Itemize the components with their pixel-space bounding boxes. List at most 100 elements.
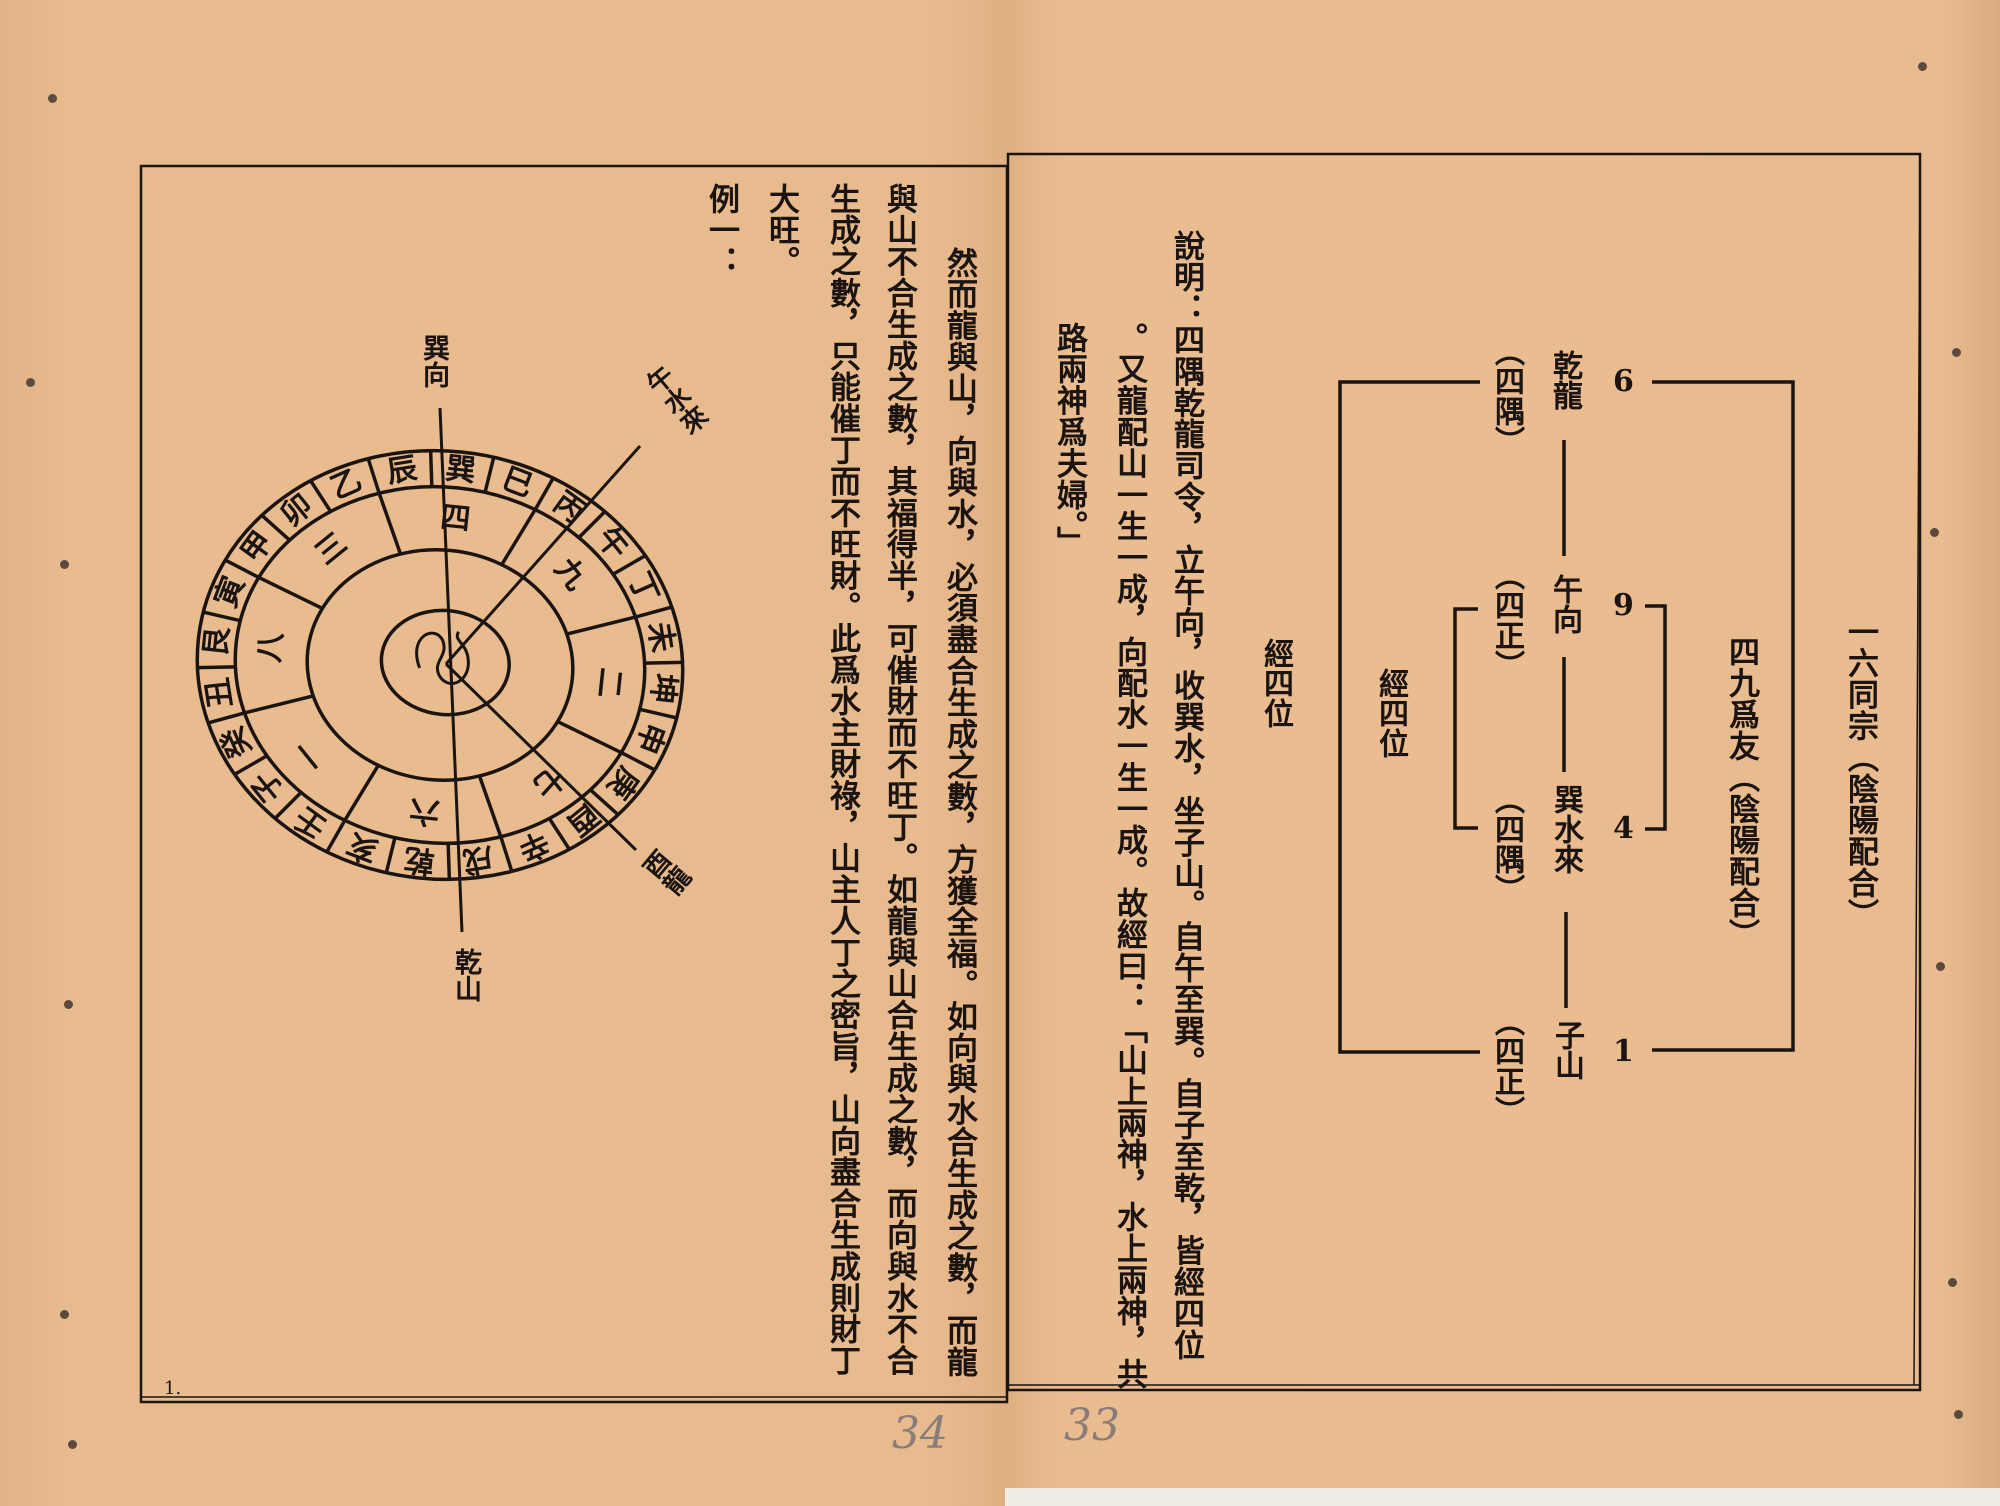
right-page: [1005, 0, 2000, 1506]
number-1: 1: [1613, 1034, 1634, 1069]
category-corner: （四隅）: [1489, 784, 1524, 904]
punch-hole: [1936, 962, 1945, 971]
punch-hole: [1930, 528, 1939, 537]
compass-center-circle: [379, 608, 511, 717]
compass-mountain-label: 丑: [200, 675, 239, 710]
compass-mountain-label: 酉: [560, 796, 605, 842]
explanation-column-2: 。又龍配山一生一成，向配水一生一成。故經曰：「山上兩神，水上兩神，共: [1111, 322, 1147, 1390]
number-sector-divider: [500, 508, 537, 566]
mountain-sector-divider: [577, 510, 607, 539]
mountain-sector-divider: [309, 479, 333, 513]
position-zi-mountain: 子山: [1549, 1020, 1584, 1080]
mountain-sector-divider: [644, 660, 683, 665]
mountain-sector-divider: [639, 707, 678, 720]
compass-mountain-label: 卯: [274, 488, 319, 534]
compass-mountain-label: 巽: [444, 451, 477, 489]
compass-number-label: 六: [408, 792, 441, 830]
category-cardinal: （四正）: [1489, 1006, 1524, 1126]
explanation-column-3: 路兩神爲夫婦。」: [1051, 322, 1087, 558]
mountain-sector-divider: [325, 819, 347, 853]
right-border-inner-rule: [1913, 158, 1921, 1386]
compass-outer-ring: [195, 448, 685, 882]
compass-number-label: 三: [309, 526, 354, 572]
body-column-3: 生成之數，只能催丁而不旺財。此爲水主財祿，山主人丁之密旨，山向盡合生成則財丁: [824, 183, 860, 1377]
compass-mountain-ring-inner: [233, 484, 647, 846]
punch-hole: [60, 560, 69, 569]
compass-center-symbol: [415, 630, 470, 685]
mountain-sector-divider: [635, 605, 673, 619]
compass-number-label: 八: [252, 629, 290, 663]
heading: 一六同宗（陰陽配合）: [1842, 616, 1878, 930]
category-corner: （四隅）: [1489, 336, 1524, 456]
outer-right-bracket: [1652, 380, 1795, 1052]
compass-mountain-label: 壬: [288, 799, 333, 845]
mountain-sector-divider: [202, 610, 241, 623]
punch-hole: [1918, 62, 1927, 71]
dragon-line: [444, 662, 638, 852]
number-sector-divider: [343, 764, 380, 822]
compass-label-facing: 巽向: [418, 334, 449, 388]
mountain-sector-divider: [366, 458, 381, 494]
compass-mountain-label: 癸: [214, 720, 259, 763]
position-xun-water: 巽水來: [1548, 784, 1583, 874]
compass-number-label: 二: [590, 666, 628, 699]
mountain-sector-divider: [499, 836, 514, 872]
right-page-border: [1006, 152, 1922, 1392]
outer-left-bracket: [1338, 380, 1480, 1054]
body-column-4: 大旺。: [763, 183, 799, 278]
mountain-sector-divider: [224, 558, 260, 580]
mountain-sector-divider: [483, 456, 496, 493]
compass-number-ring-inner: [305, 548, 575, 782]
mountain-sector-divider: [620, 750, 656, 772]
compass-mountain-label: 子: [245, 764, 291, 809]
mountain-sector-divider: [273, 791, 303, 820]
number-4: 4: [1613, 811, 1634, 846]
handwritten-page-number: 34: [892, 1408, 948, 1459]
mountain-sector-divider: [233, 754, 268, 776]
compass-mountain-label: 甲: [234, 525, 280, 570]
compass-number-label: 九: [547, 552, 593, 597]
punch-hole: [26, 378, 35, 387]
punch-hole: [1952, 348, 1961, 357]
compass-mountain-label: 乾: [403, 841, 436, 879]
punch-hole: [64, 1000, 73, 1009]
punch-hole: [1954, 1410, 1963, 1419]
number-sector-divider: [566, 615, 636, 636]
compass-mountain-label: 艮: [198, 624, 236, 658]
inner-right-bracket: [1645, 604, 1667, 831]
punch-hole: [48, 94, 57, 103]
section-label: 經四位: [1258, 638, 1293, 728]
inner-left-bracket: [1453, 607, 1478, 830]
mountain-sector-divider: [260, 513, 291, 542]
punch-hole: [1948, 1278, 1957, 1287]
left-page: [0, 0, 1005, 1506]
number-sector-divider: [556, 720, 623, 755]
position-qian-dragon: 乾龍: [1547, 350, 1582, 410]
mountain-sector-divider: [533, 477, 555, 511]
mountain-sector-divider: [197, 665, 236, 670]
number-sector-divider: [377, 492, 403, 555]
punch-hole: [68, 1440, 77, 1449]
mountain-sector-divider: [589, 788, 620, 817]
number-6: 6: [1613, 364, 1634, 399]
body-column-2: 與山不合生成之數，其福得半，可催財而不旺丁。如龍與山合生成之數，而向與水不合: [881, 183, 917, 1377]
diagram-brackets: [1338, 380, 1795, 1054]
compass-mountain-label: 未: [641, 620, 680, 655]
compass-diagram: 巽巳丙午丁未坤申庚酉辛戌乾亥壬子癸丑艮寅甲卯乙辰四九二七六一八三: [195, 407, 685, 933]
compass-mountain-label: 辰: [385, 451, 420, 490]
body-column-1: 然而龍與山，向與水，必須盡合生成之數，方獲全福。如向與水合生成之數，而龍: [941, 247, 977, 1378]
page-number: 1.: [164, 1378, 182, 1399]
compass-number-label: 一: [287, 733, 333, 778]
explanation-column-1: 說明：四隅乾龍司令，立午向，收巽水，坐子山。自午至巽。自子至乾，皆經四位: [1168, 230, 1204, 1361]
position-wu-facing: 午向: [1547, 574, 1582, 634]
mountain-sector-divider: [428, 450, 434, 487]
subheading: 四九爲友（陰陽配合）: [1723, 636, 1759, 950]
bracket-label: 經四位: [1373, 668, 1408, 758]
mountain-sector-divider: [384, 837, 397, 874]
compass-mountain-label: 坤: [644, 672, 682, 705]
number-sector-divider: [477, 775, 503, 838]
example-label: 例一：: [703, 183, 739, 278]
scan-edge: [1005, 1488, 2000, 1506]
number-9: 9: [1613, 588, 1634, 623]
